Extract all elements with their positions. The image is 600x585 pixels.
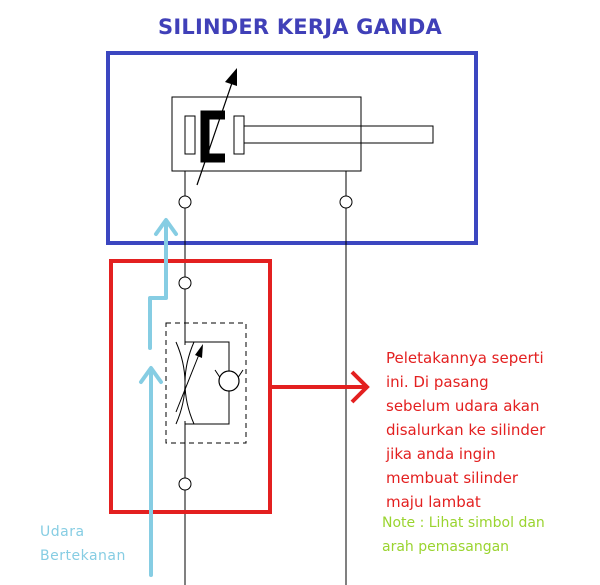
cylinder-highlight-frame (106, 51, 478, 245)
double-acting-cylinder-symbol (171, 96, 434, 172)
port-connector (339, 195, 353, 209)
port-connector (178, 477, 192, 491)
note-line: arah pemasangan (382, 539, 510, 555)
port-connectors (178, 195, 353, 491)
annotation-line: ini. Di pasang (386, 373, 489, 391)
piston-cushion-right (233, 115, 245, 155)
note-line: Note : Lihat simbol dan (382, 515, 545, 531)
air-label-line: Udara (40, 524, 85, 540)
piston-head (200, 110, 225, 163)
annotation-line: Peletakannya seperti (386, 349, 544, 367)
placement-annotation: Peletakannya seperti ini. Di pasang sebe… (386, 346, 596, 514)
air-label-line: Bertekanan (40, 548, 126, 564)
throttle-curve-right (184, 341, 195, 425)
annotation-line: maju lambat (386, 493, 481, 511)
one-way-flow-control-valve (165, 322, 247, 444)
cylinder-barrel (171, 96, 362, 172)
piston-cushion-left (184, 115, 196, 155)
symbol-note: Note : Lihat simbol dan arah pemasangan (382, 511, 592, 559)
air-flow-arrow-upper (148, 220, 168, 350)
annotation-line: disalurkan ke silinder (386, 421, 546, 439)
annotation-pointer-head (350, 370, 370, 404)
adjustable-cushion-arrow-head (225, 68, 237, 86)
port-connector (178, 195, 192, 209)
throttle-adjust-arrow-head (195, 344, 203, 358)
compressed-air-label: Udara Bertekanan (40, 520, 160, 568)
adjustable-cushion-arrow-line (196, 79, 234, 186)
annotation-line: jika anda ingin (386, 445, 496, 463)
port-connector (178, 276, 192, 290)
diagram-title: SILINDER KERJA GANDA (158, 15, 442, 39)
piston-rod (243, 125, 434, 144)
annotation-line: sebelum udara akan (386, 397, 540, 415)
throttle-curve-left (175, 341, 186, 425)
valve-dashed-boundary (165, 322, 247, 444)
valve-highlight-frame (109, 259, 272, 514)
check-valve-ball (218, 370, 240, 392)
compressed-air-flow (139, 218, 178, 577)
air-flow-arrow-lower-head (139, 366, 163, 384)
annotation-line: membuat silinder (386, 469, 519, 487)
throttle-adjust-arrow-line (175, 351, 201, 413)
air-flow-arrow-upper-head (154, 218, 178, 236)
